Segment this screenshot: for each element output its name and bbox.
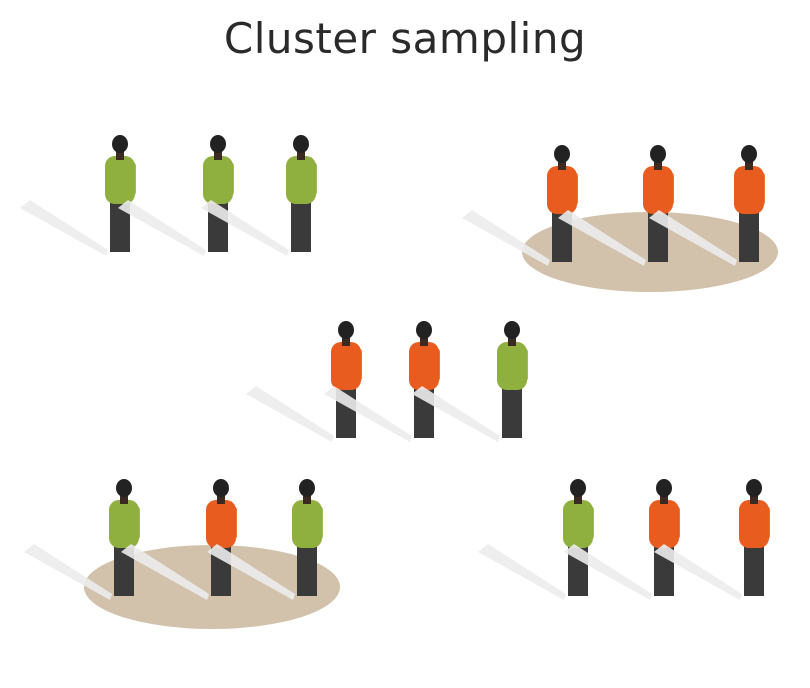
person-shadow bbox=[564, 544, 652, 600]
cluster-bottom-right bbox=[478, 479, 770, 600]
cluster-bottom-left bbox=[24, 479, 340, 629]
person-neck bbox=[750, 494, 758, 504]
person-head bbox=[112, 135, 128, 153]
cluster-center bbox=[246, 321, 528, 442]
person-neck bbox=[745, 160, 753, 170]
person-arm bbox=[309, 162, 317, 196]
person-head bbox=[746, 479, 762, 497]
person-torso bbox=[331, 342, 361, 390]
person-neck bbox=[558, 160, 566, 170]
person-shadow bbox=[24, 544, 112, 600]
person-neck bbox=[574, 494, 582, 504]
person-neck bbox=[116, 150, 124, 160]
person-torso bbox=[105, 156, 135, 204]
person-green bbox=[201, 135, 317, 256]
person-torso bbox=[643, 166, 673, 214]
person-head bbox=[504, 321, 520, 339]
person-orange bbox=[462, 145, 578, 266]
person-shadow bbox=[201, 200, 289, 256]
person-green bbox=[412, 321, 528, 442]
person-neck bbox=[303, 494, 311, 504]
person-head bbox=[416, 321, 432, 339]
person-orange bbox=[654, 479, 770, 600]
person-legs bbox=[297, 542, 317, 596]
person-arm bbox=[757, 172, 765, 206]
person-shadow bbox=[121, 544, 209, 600]
person-green bbox=[207, 479, 323, 600]
person-neck bbox=[420, 336, 428, 346]
person-arm bbox=[570, 172, 578, 206]
person-shadow bbox=[462, 210, 550, 266]
person-shadow bbox=[649, 210, 737, 266]
person-head bbox=[656, 479, 672, 497]
person-shadow bbox=[207, 544, 295, 600]
person-torso bbox=[409, 342, 439, 390]
person-head bbox=[554, 145, 570, 163]
person-green bbox=[478, 479, 594, 600]
person-torso bbox=[649, 500, 679, 548]
person-torso bbox=[203, 156, 233, 204]
person-head bbox=[299, 479, 315, 497]
person-torso bbox=[734, 166, 764, 214]
person-arm bbox=[586, 506, 594, 540]
person-shadow bbox=[478, 544, 566, 600]
person-legs bbox=[291, 198, 311, 252]
person-head bbox=[116, 479, 132, 497]
person-torso bbox=[547, 166, 577, 214]
person-head bbox=[213, 479, 229, 497]
person-torso bbox=[739, 500, 769, 548]
person-shadow bbox=[558, 210, 646, 266]
person-shadow bbox=[118, 200, 206, 256]
diagram-title: Cluster sampling bbox=[223, 14, 587, 63]
person-head bbox=[210, 135, 226, 153]
person-head bbox=[741, 145, 757, 163]
person-shadow bbox=[20, 200, 108, 256]
person-arm bbox=[315, 506, 323, 540]
person-torso bbox=[286, 156, 316, 204]
person-legs bbox=[502, 384, 522, 438]
person-legs bbox=[739, 208, 759, 262]
person-neck bbox=[342, 336, 350, 346]
person-arm bbox=[229, 506, 237, 540]
person-shadow bbox=[324, 386, 412, 442]
person-head bbox=[338, 321, 354, 339]
person-arm bbox=[762, 506, 770, 540]
person-arm bbox=[128, 162, 136, 196]
person-neck bbox=[214, 150, 222, 160]
person-neck bbox=[660, 494, 668, 504]
person-arm bbox=[672, 506, 680, 540]
person-head bbox=[570, 479, 586, 497]
person-orange bbox=[649, 145, 765, 266]
cluster-top-right bbox=[462, 145, 778, 292]
person-head bbox=[293, 135, 309, 153]
person-arm bbox=[354, 348, 362, 382]
person-green bbox=[20, 135, 136, 256]
person-legs bbox=[744, 542, 764, 596]
person-arm bbox=[520, 348, 528, 382]
person-head bbox=[650, 145, 666, 163]
cluster-top-left bbox=[20, 135, 317, 256]
person-neck bbox=[508, 336, 516, 346]
person-shadow bbox=[246, 386, 334, 442]
person-neck bbox=[654, 160, 662, 170]
person-torso bbox=[497, 342, 527, 390]
person-torso bbox=[292, 500, 322, 548]
person-green bbox=[118, 135, 234, 256]
person-neck bbox=[297, 150, 305, 160]
person-torso bbox=[206, 500, 236, 548]
person-neck bbox=[217, 494, 225, 504]
person-arm bbox=[432, 348, 440, 382]
person-orange bbox=[246, 321, 362, 442]
person-green bbox=[24, 479, 140, 600]
person-shadow bbox=[654, 544, 742, 600]
person-arm bbox=[132, 506, 140, 540]
person-shadow bbox=[412, 386, 500, 442]
person-arm bbox=[666, 172, 674, 206]
person-torso bbox=[563, 500, 593, 548]
person-torso bbox=[109, 500, 139, 548]
person-arm bbox=[226, 162, 234, 196]
person-neck bbox=[120, 494, 128, 504]
